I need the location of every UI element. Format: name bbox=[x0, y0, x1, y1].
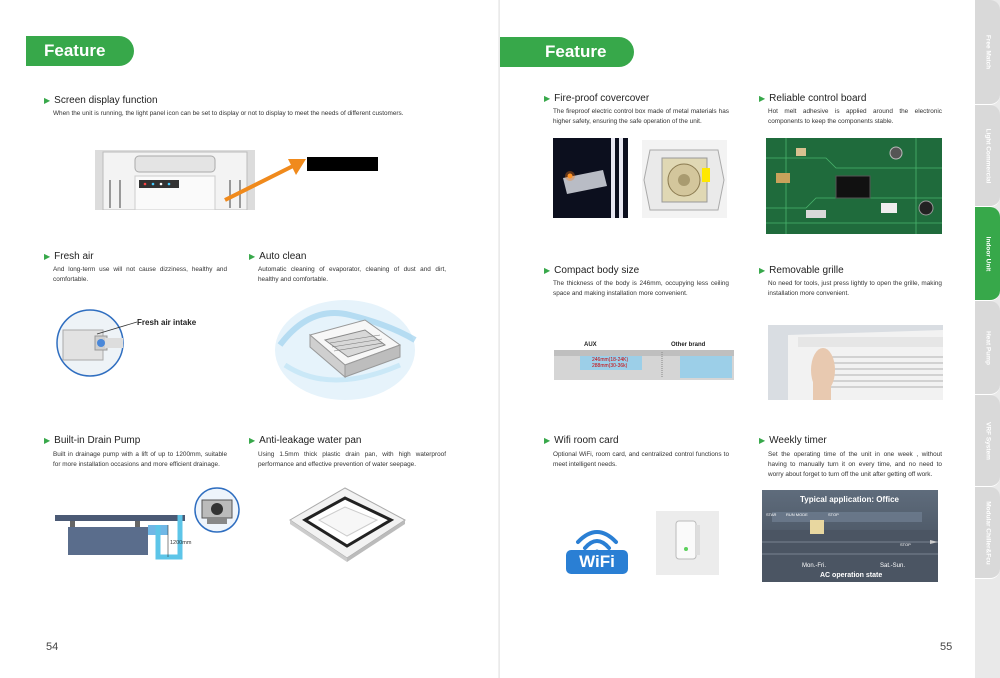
fresh-air-desc: And long-term use will not cause dizzine… bbox=[53, 266, 227, 283]
sidebar-tab-vrf-system[interactable]: VRF System bbox=[975, 395, 1000, 487]
drain-pump-title: ▶Built-in Drain Pump bbox=[44, 435, 141, 446]
triangle-icon: ▶ bbox=[44, 436, 51, 445]
sidebar-tab-modular-chiller[interactable]: Modular Chiller&Fcu bbox=[975, 487, 1000, 579]
triangle-icon: ▶ bbox=[44, 96, 51, 105]
screen-display-title: ▶Screen display function bbox=[44, 95, 158, 106]
compact-desc: The thickness of the body is 246mm, occu… bbox=[553, 280, 729, 297]
triangle-icon: ▶ bbox=[249, 252, 256, 261]
triangle-icon: ▶ bbox=[544, 94, 551, 103]
timer-row-sat-sun: Sat.-Sun. bbox=[880, 563, 906, 569]
compact-size-diagram bbox=[554, 350, 734, 380]
timer-row-mon-fri: Mon.-Fri. bbox=[802, 563, 826, 569]
screen-display-unit-image bbox=[95, 150, 255, 210]
timer-stop-1: STOP bbox=[828, 512, 839, 517]
sidebar-tab-free-match[interactable]: Free Match bbox=[975, 0, 1000, 105]
grille-title: ▶Removable grille bbox=[759, 265, 844, 276]
dimension-246: 246mm(18-24K) bbox=[592, 357, 629, 363]
timer-start: STAR bbox=[766, 512, 777, 517]
grille-desc: No need for tools, just press lightly to… bbox=[768, 280, 942, 297]
fresh-air-image bbox=[55, 308, 125, 378]
triangle-icon: ▶ bbox=[759, 94, 766, 103]
weekly-timer-desc: Set the operating time of the unit in on… bbox=[768, 451, 942, 478]
control-board-image bbox=[766, 138, 942, 234]
orange-arrow-icon bbox=[224, 159, 306, 202]
removable-grille-image bbox=[768, 325, 943, 400]
triangle-icon: ▶ bbox=[544, 436, 551, 445]
display-panel-black bbox=[307, 157, 378, 171]
sidebar-tab-heat-pump[interactable]: Heat Pump bbox=[975, 301, 1000, 395]
timer-state-label: AC operation state bbox=[820, 572, 883, 579]
timer-stop-2: STOP bbox=[900, 542, 911, 547]
compact-title: ▶Compact body size bbox=[544, 265, 640, 276]
room-card-image bbox=[656, 511, 719, 575]
drain-height-label: 1200mm bbox=[170, 540, 192, 546]
sidebar-tab-light-commercial[interactable]: Light Commercial bbox=[975, 105, 1000, 207]
dimension-288: 288mm(30-36k) bbox=[592, 363, 628, 369]
drain-pump-desc: Built in drainage pump with a lift of up… bbox=[53, 451, 227, 468]
fireproof-test-image bbox=[553, 138, 628, 218]
wifi-title: ▶Wifi room card bbox=[544, 435, 619, 446]
triangle-icon: ▶ bbox=[759, 436, 766, 445]
triangle-icon: ▶ bbox=[44, 252, 51, 261]
triangle-icon: ▶ bbox=[759, 266, 766, 275]
aux-label: AUX bbox=[584, 342, 597, 348]
sidebar-tab-indoor-unit[interactable]: Indoor Unit bbox=[975, 207, 1000, 301]
weekly-timer-image: Typical application: Office STAR RUN MOD… bbox=[762, 490, 938, 582]
weekly-timer-title: ▶Weekly timer bbox=[759, 435, 827, 446]
timer-app-title: Typical application: Office bbox=[800, 495, 899, 504]
control-board-title: ▶Reliable control board bbox=[759, 93, 867, 104]
feature-tab-right: Feature bbox=[500, 37, 642, 67]
category-sidebar: Free Match Light Commercial Indoor Unit … bbox=[975, 0, 1000, 678]
page-number-right: 55 bbox=[940, 641, 953, 653]
right-page: Feature ▶Fire-proof covercover The firep… bbox=[500, 0, 975, 678]
fireproof-desc: The fireproof electric control box made … bbox=[553, 108, 729, 125]
fresh-air-intake-label: Fresh air intake bbox=[137, 318, 197, 327]
left-page: Feature ▶Screen display function When th… bbox=[26, 36, 446, 653]
drain-pump-image bbox=[50, 485, 240, 570]
wifi-logo-text: WiFi bbox=[566, 550, 628, 574]
wifi-desc: Optional WiFi, room card, and centralize… bbox=[553, 451, 729, 468]
auto-clean-title: ▶Auto clean bbox=[249, 251, 307, 262]
triangle-icon: ▶ bbox=[544, 266, 551, 275]
anti-leak-desc: Using 1.5mm thick plastic drain pan, wit… bbox=[258, 451, 446, 468]
pointer-line bbox=[96, 321, 138, 335]
wifi-signal-icon bbox=[576, 530, 618, 554]
water-pan-image bbox=[285, 480, 410, 565]
fireproof-title: ▶Fire-proof covercover bbox=[544, 93, 650, 104]
fresh-air-title: ▶Fresh air bbox=[44, 251, 94, 262]
timer-run-mode: RUN MODE bbox=[786, 512, 808, 517]
triangle-icon: ▶ bbox=[249, 436, 256, 445]
auto-clean-image bbox=[270, 285, 420, 405]
screen-display-desc: When the unit is running, the light pane… bbox=[53, 110, 404, 117]
fireproof-box-image bbox=[642, 140, 727, 218]
auto-clean-desc: Automatic cleaning of evaporator, cleani… bbox=[258, 266, 446, 283]
anti-leak-title: ▶Anti-leakage water pan bbox=[249, 435, 362, 446]
feature-tab-left: Feature bbox=[26, 36, 142, 66]
other-brand-label: Other brand bbox=[671, 342, 706, 348]
control-board-desc: Hot melt adhesive is applied around the … bbox=[768, 108, 942, 125]
wifi-logo: WiFi bbox=[566, 520, 628, 575]
page-number-left: 54 bbox=[46, 641, 59, 653]
